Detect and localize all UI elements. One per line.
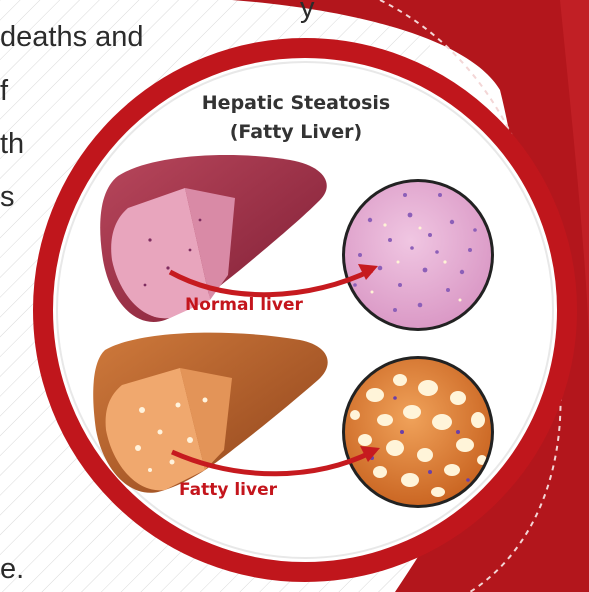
title-line-2: (Fatty Liver) [140,123,452,142]
title-line-1: Hepatic Steatosis [140,94,452,113]
background-text-line-6: e. [0,555,24,584]
normal-liver-label: Normal liver [185,297,303,314]
fatty-tissue-micrograph [342,356,494,508]
background-text-line-4: th [0,130,24,159]
background-text-line-1: y [300,0,315,23]
normal-tissue-micrograph [342,179,494,331]
background-text-line-5: s [0,183,15,212]
fatty-liver-label: Fatty liver [179,482,277,499]
background-text-line-3: f [0,77,8,106]
background-text-line-2: deaths and [0,23,144,52]
